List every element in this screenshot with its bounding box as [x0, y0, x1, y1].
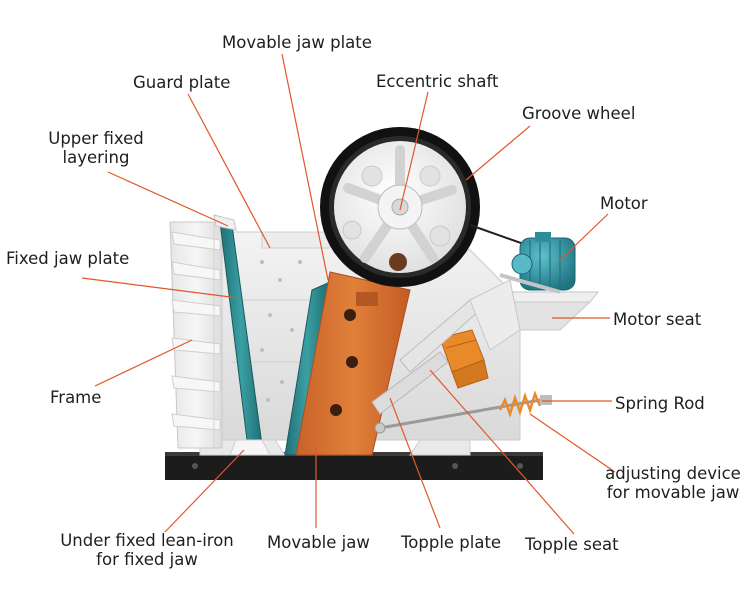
leader-upper-fixed-layering — [107, 171, 229, 227]
motor-seat — [497, 273, 600, 331]
eccentric-shaft — [377, 184, 423, 230]
leader-lines — [81, 53, 616, 535]
label-topple-plate: Topple plate — [401, 533, 502, 552]
label-movable-jaw-plate: Movable jaw plate — [222, 33, 372, 52]
leader-topple-seat — [429, 369, 575, 535]
base-beam — [165, 452, 543, 480]
motor — [511, 232, 576, 291]
topple-seat — [439, 329, 489, 389]
label-spring-rod: Spring Rod — [615, 394, 705, 413]
label-movable-jaw: Movable jaw — [267, 533, 370, 552]
label-adjusting-device: adjusting device for movable jaw — [605, 464, 741, 502]
leader-frame — [94, 339, 193, 387]
spring-rod — [374, 390, 553, 434]
label-motor-seat: Motor seat — [613, 310, 702, 329]
frame — [169, 221, 223, 449]
label-frame: Frame — [50, 388, 102, 407]
guard-plate — [261, 231, 331, 249]
label-under-fixed-lean-iron: Under fixed lean-iron for fixed jaw — [60, 531, 234, 569]
leader-fixed-jaw-plate — [81, 277, 239, 299]
label-topple-seat: Topple seat — [525, 535, 619, 554]
leader-motor — [557, 213, 609, 263]
leader-under-fixed-lean-iron — [164, 449, 245, 533]
label-fixed-jaw-plate: Fixed jaw plate — [6, 249, 130, 268]
leader-groove-wheel — [465, 125, 531, 181]
label-eccentric-shaft: Eccentric shaft — [376, 72, 499, 91]
label-upper-fixed-layering: Upper fixed layering — [48, 129, 144, 167]
leader-topple-plate — [389, 397, 441, 529]
leader-adjusting-device — [529, 413, 616, 473]
leader-movable-jaw-plate — [281, 53, 329, 281]
leader-guard-plate — [187, 93, 271, 249]
label-groove-wheel: Groove wheel — [522, 104, 636, 123]
label-guard-plate: Guard plate — [133, 73, 231, 92]
leader-eccentric-shaft — [399, 91, 429, 211]
label-motor: Motor — [600, 194, 648, 213]
under-fixed-lean-iron — [229, 439, 271, 456]
topple-plate — [371, 279, 521, 415]
